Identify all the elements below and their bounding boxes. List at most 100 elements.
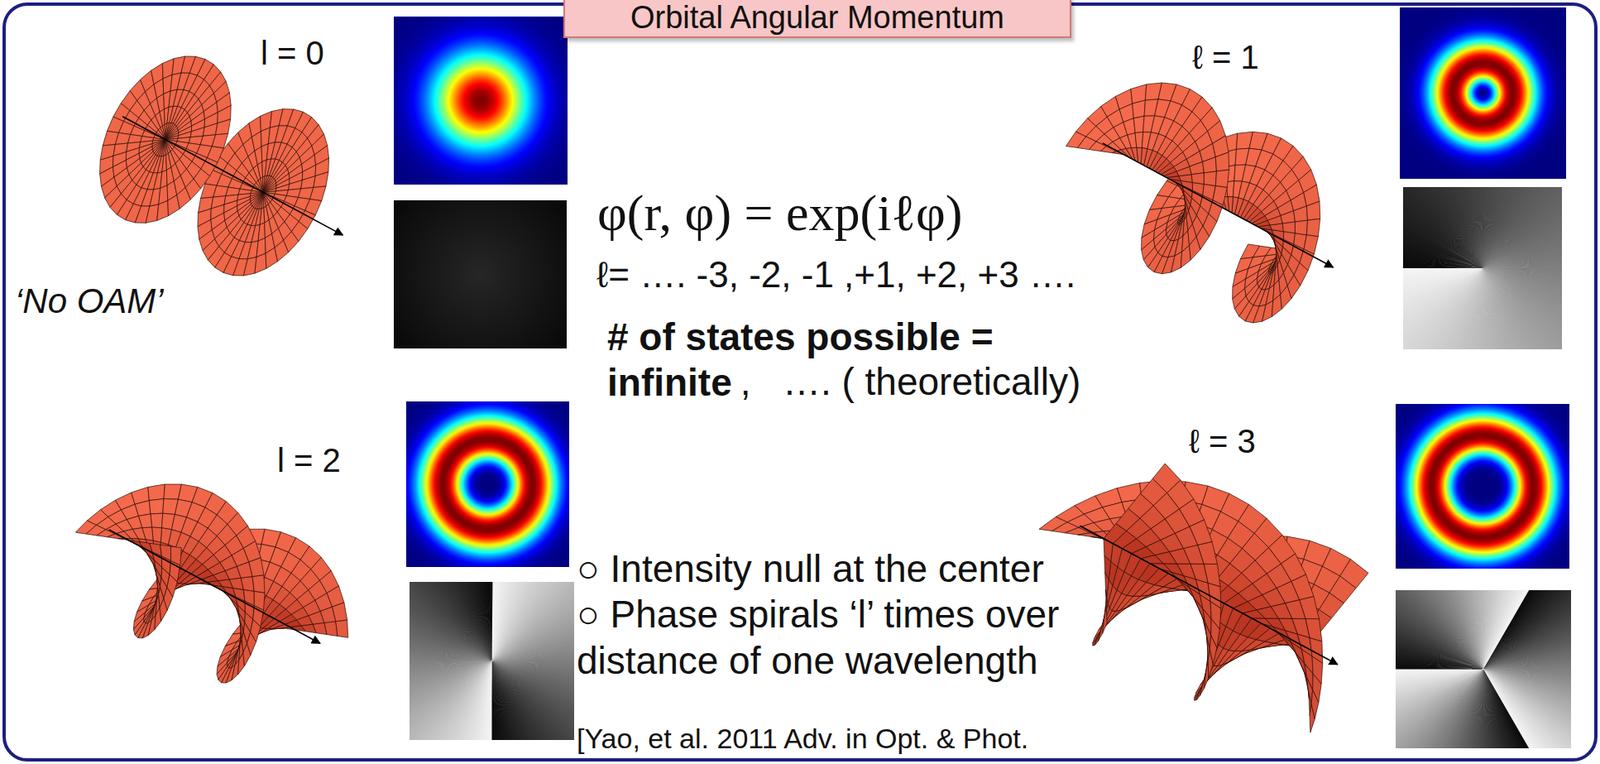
intensity-image bbox=[1399, 7, 1567, 179]
wavefront-facet bbox=[263, 182, 277, 192]
phase-wedge bbox=[1395, 669, 1484, 686]
phase-wedge bbox=[1482, 248, 1562, 269]
wavefront-facet bbox=[1212, 186, 1227, 206]
phase-wedge bbox=[1483, 644, 1572, 670]
phase-wedge bbox=[1483, 669, 1505, 749]
phase-wedge bbox=[1482, 244, 1562, 269]
helical-wavefront bbox=[1065, 82, 1333, 323]
wavefront-facet bbox=[1282, 221, 1295, 234]
phase-wedge bbox=[1482, 252, 1562, 269]
phase-wedge bbox=[1482, 240, 1562, 269]
phase-wedge bbox=[492, 661, 504, 741]
phase-wedge bbox=[1403, 268, 1483, 284]
phase-wedge bbox=[475, 581, 492, 662]
phase-wedge bbox=[1470, 589, 1484, 670]
wavefront-facet bbox=[157, 200, 169, 221]
helical-wavefront bbox=[75, 483, 348, 683]
wavefront-facet bbox=[1180, 244, 1191, 268]
wavefront-facet bbox=[332, 602, 348, 622]
phase-wedge bbox=[492, 661, 517, 741]
wavefront-facet bbox=[1215, 169, 1229, 187]
phase-wedge bbox=[1395, 669, 1484, 682]
intensity-image bbox=[1395, 403, 1570, 569]
wavefront-facet bbox=[1280, 210, 1295, 224]
wavefront-facet bbox=[1171, 251, 1183, 273]
phase-wedge bbox=[409, 661, 493, 673]
phase-wedge bbox=[471, 581, 492, 662]
wavefront-facet bbox=[165, 128, 178, 140]
wavefront-facet bbox=[263, 180, 276, 192]
phase-wedge bbox=[492, 640, 575, 661]
phase-wedge bbox=[1403, 268, 1483, 288]
wavefront-facet bbox=[202, 123, 218, 136]
phase-wedge bbox=[1395, 669, 1484, 695]
phase-wedge bbox=[492, 632, 575, 662]
phase-wedge bbox=[1403, 268, 1483, 293]
phase-wedge bbox=[1483, 648, 1572, 670]
phase-wedge bbox=[492, 661, 501, 741]
phase-wedge bbox=[1403, 268, 1483, 277]
phase-flat bbox=[393, 200, 567, 349]
phase-image bbox=[409, 581, 575, 740]
phase-wedge bbox=[492, 637, 575, 662]
intensity-image bbox=[406, 401, 570, 567]
wavefront-facet bbox=[165, 129, 179, 139]
phase-wedge bbox=[479, 581, 492, 662]
phase-wedge bbox=[1455, 186, 1483, 269]
plane-wavefronts bbox=[100, 56, 344, 276]
wavefront-facet bbox=[1271, 294, 1282, 317]
phase-wedge bbox=[1482, 256, 1562, 269]
phase-image bbox=[1403, 186, 1562, 350]
phase-wedge bbox=[1483, 669, 1492, 749]
wavefront-facet bbox=[211, 133, 228, 149]
wavefront-facet bbox=[313, 172, 329, 188]
wavefront-facet bbox=[231, 659, 240, 680]
wavefront-facet bbox=[1189, 161, 1204, 174]
wavefront-facet bbox=[1306, 201, 1320, 221]
phase-wedge bbox=[1482, 268, 1503, 350]
wavefront-facet bbox=[190, 127, 205, 138]
phase-wedge bbox=[1483, 669, 1500, 749]
phase-wedge bbox=[409, 661, 493, 681]
phase-wedge bbox=[1482, 259, 1562, 269]
wavefront-facet bbox=[1123, 118, 1136, 135]
phase-wedge bbox=[1466, 589, 1484, 670]
wavefront-facet bbox=[253, 191, 264, 208]
phase-wedge bbox=[1395, 669, 1484, 690]
wavefront-facet bbox=[1132, 100, 1146, 119]
phase-wedge bbox=[409, 661, 493, 677]
wavefront-facet bbox=[1293, 205, 1308, 222]
phase-wedge bbox=[464, 581, 493, 662]
phase-wedge bbox=[1475, 589, 1484, 670]
wavefront-facet bbox=[255, 191, 264, 209]
phase-wedge bbox=[492, 648, 575, 661]
wavefront-facet bbox=[324, 621, 338, 637]
phase-wedge bbox=[1479, 589, 1486, 670]
wavefront-facet bbox=[301, 176, 317, 189]
wavefront-facet bbox=[1215, 152, 1229, 172]
wavefront-facet bbox=[1203, 171, 1217, 187]
phase-wedge bbox=[1403, 268, 1483, 296]
wavefront-facet bbox=[1306, 218, 1320, 236]
phase-image bbox=[393, 200, 567, 349]
wavefront-facet bbox=[1294, 220, 1308, 235]
phase-wedge bbox=[492, 661, 521, 741]
wavefront-facet bbox=[1202, 157, 1217, 173]
figures bbox=[75, 7, 1600, 764]
phase-wedge bbox=[409, 661, 493, 686]
phase-wedge bbox=[1483, 669, 1509, 749]
wavefront-facet bbox=[161, 139, 166, 157]
propagation-axis bbox=[1102, 143, 1334, 268]
wavefront-facet bbox=[335, 619, 349, 638]
phase-wedge bbox=[1483, 652, 1572, 670]
phase-wedge bbox=[1458, 186, 1483, 269]
wavefront-facet bbox=[288, 180, 303, 191]
wavefront-facet bbox=[1283, 231, 1295, 245]
phase-wedge bbox=[468, 581, 493, 662]
phase-wedge bbox=[409, 661, 493, 690]
wavefront-facet bbox=[254, 253, 267, 274]
wavefront-facet bbox=[1133, 115, 1145, 133]
phase-wedge bbox=[483, 581, 493, 662]
phase-wedge bbox=[1458, 589, 1484, 670]
